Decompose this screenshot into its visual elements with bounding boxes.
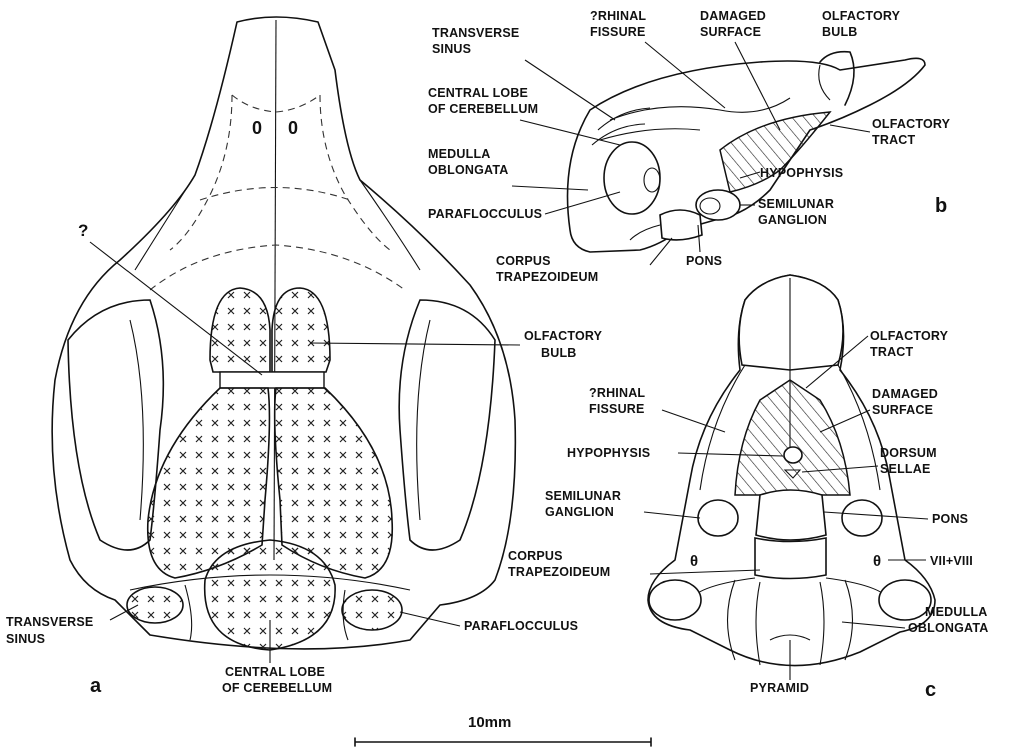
- label-b-rhinal-fissure-1: ?RHINAL: [590, 9, 646, 23]
- label-a-transverse-sinus-2: SINUS: [6, 632, 45, 646]
- olfactory-bulb-right: [272, 288, 330, 372]
- paraflocculus-right: [342, 590, 402, 630]
- label-b-olfactory-bulb-1: OLFACTORY: [822, 9, 901, 23]
- hypophysis-ventral: [784, 447, 802, 463]
- label-b-medulla-2: OBLONGATA: [428, 163, 509, 177]
- label-b-semilunar-2: GANGLION: [758, 213, 827, 227]
- panel-label-b: b: [935, 195, 947, 217]
- label-a-central-lobe-2: OF CEREBELLUM: [222, 681, 332, 695]
- corpus-trapezoideum-ventral: [755, 538, 826, 579]
- semilunar-ganglion-right-c: [842, 500, 882, 536]
- label-b-corpus-1: CORPUS: [496, 254, 551, 268]
- label-b-olfactory-tract-2: TRACT: [872, 133, 916, 147]
- panel-b-lateral: TRANSVERSE SINUS ?RHINAL FISSURE DAMAGED…: [428, 9, 951, 284]
- label-a-central-lobe-1: CENTRAL LOBE: [225, 665, 325, 679]
- semilunar-ganglion-left-c: [698, 500, 738, 536]
- label-b-olfactory-bulb-2: BULB: [822, 25, 858, 39]
- label-b-paraflocculus: PARAFLOCCULUS: [428, 207, 542, 221]
- panel-label-c: c: [925, 679, 936, 701]
- label-c-medulla-2: OBLONGATA: [908, 621, 989, 635]
- label-b-damaged-surface-2: SURFACE: [700, 25, 761, 39]
- label-c-pons: PONS: [932, 512, 968, 526]
- label-b-olfactory-tract-1: OLFACTORY: [872, 117, 951, 131]
- label-c-olfactory-tract-2: TRACT: [870, 345, 914, 359]
- label-b-central-lobe-2: OF CEREBELLUM: [428, 102, 538, 116]
- label-a-olfactory-bulb-1: OLFACTORY: [524, 329, 603, 343]
- orbit-right: [399, 300, 495, 550]
- label-c-nerve: VII+VIII: [930, 554, 973, 568]
- label-b-transverse-sinus-1: TRANSVERSE: [432, 26, 519, 40]
- olfactory-bulb-left: [210, 288, 270, 372]
- panel-a-skull-dorsal: 0 0 ? OLFACTORY BULB TRANSVERSE SINUS PA…: [6, 17, 603, 697]
- label-a-olfactory-bulb-2: BULB: [541, 346, 577, 360]
- label-c-corpus-1: CORPUS: [508, 549, 563, 563]
- svg-text:θ: θ: [873, 553, 881, 570]
- label-b-central-lobe-1: CENTRAL LOBE: [428, 86, 528, 100]
- paraflocculus-right-c: [879, 580, 931, 620]
- label-c-rhinal-1: ?RHINAL: [589, 386, 645, 400]
- label-b-medulla-1: MEDULLA: [428, 147, 491, 161]
- label-c-dorsum-2: SELLAE: [880, 462, 931, 476]
- semilunar-ganglion-lateral: [696, 190, 740, 220]
- damaged-surface-lateral: [720, 112, 830, 192]
- nostril-right-mark: 0: [288, 118, 298, 138]
- label-c-pyramid: PYRAMID: [750, 681, 809, 695]
- paraflocculus-left-c: [649, 580, 701, 620]
- label-b-transverse-sinus-2: SINUS: [432, 42, 471, 56]
- nostril-left-mark: 0: [252, 118, 262, 138]
- cerebellum-lateral: [604, 142, 660, 214]
- scale-bar-label: 10mm: [468, 714, 511, 731]
- label-a-question: ?: [78, 221, 89, 240]
- label-b-rhinal-fissure-2: FISSURE: [590, 25, 646, 39]
- label-a-paraflocculus: PARAFLOCCULUS: [464, 619, 578, 633]
- panel-label-a: a: [90, 675, 102, 697]
- paraflocculus-left: [127, 587, 183, 623]
- olfactory-bulb-ventral: [739, 275, 843, 370]
- label-c-medulla-1: MEDULLA: [925, 605, 988, 619]
- pons-ventral: [756, 490, 826, 540]
- label-a-transverse-sinus-1: TRANSVERSE: [6, 615, 93, 629]
- label-c-dorsum-1: DORSUM: [880, 446, 937, 460]
- label-c-corpus-2: TRAPEZOIDEUM: [508, 565, 610, 579]
- label-b-corpus-2: TRAPEZOIDEUM: [496, 270, 598, 284]
- scale-bar: 10mm: [355, 714, 651, 746]
- label-c-hypophysis: HYPOPHYSIS: [567, 446, 650, 460]
- label-b-hypophysis: HYPOPHYSIS: [760, 166, 843, 180]
- label-c-damaged-1: DAMAGED: [872, 387, 938, 401]
- label-c-semilunar-1: SEMILUNAR: [545, 489, 621, 503]
- label-b-pons: PONS: [686, 254, 722, 268]
- label-c-rhinal-2: FISSURE: [589, 402, 645, 416]
- label-c-semilunar-2: GANGLION: [545, 505, 614, 519]
- label-c-olfactory-tract-1: OLFACTORY: [870, 329, 949, 343]
- endocast: [127, 288, 410, 650]
- label-b-semilunar-1: SEMILUNAR: [758, 197, 834, 211]
- label-c-damaged-2: SURFACE: [872, 403, 933, 417]
- label-b-damaged-surface-1: DAMAGED: [700, 9, 766, 23]
- svg-text:θ: θ: [690, 553, 698, 570]
